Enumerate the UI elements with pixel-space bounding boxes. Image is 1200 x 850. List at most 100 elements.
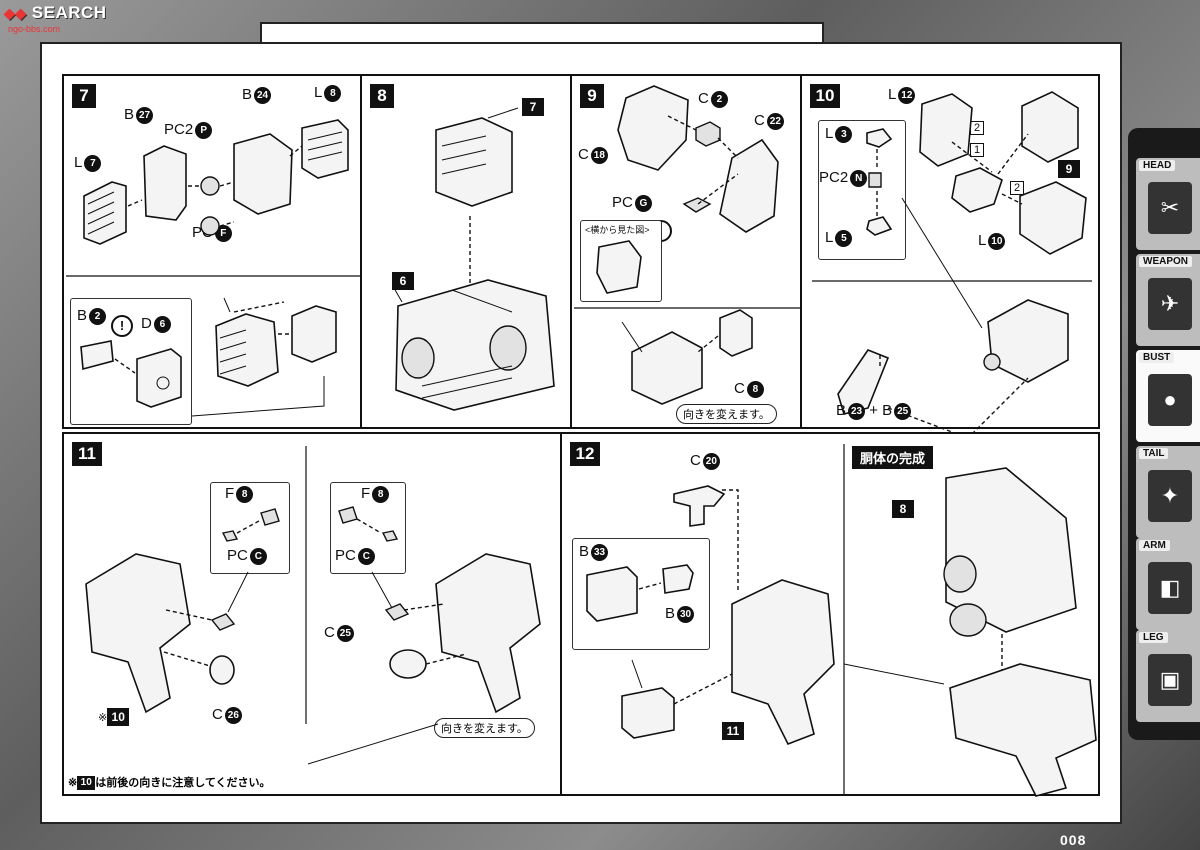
ref-label-11: 11 (722, 722, 744, 741)
watermark-logo: ◆◆ (4, 5, 27, 21)
subassembly-9-shape (631, 331, 703, 405)
subassembly-10-left-shape (85, 553, 191, 714)
tab-label: TAIL (1139, 448, 1169, 459)
tab-label: HEAD (1139, 160, 1176, 171)
sidebar-tab-bust[interactable]: BUST ● (1136, 350, 1200, 442)
step-number: 8 (370, 84, 394, 108)
step-number: 12 (570, 442, 600, 466)
tab-label: LEG (1139, 632, 1168, 643)
part-c25-shape (389, 649, 427, 679)
subassembly-11-shape (731, 579, 835, 746)
callout-left-diagram (221, 508, 280, 542)
ref-label-9: 9 (1058, 160, 1080, 179)
turn-around-note: 向きを変えます。 (676, 404, 777, 424)
joint-shape (951, 167, 1003, 213)
part-c22-shape (719, 138, 779, 233)
callout-b33-b30-diagram (586, 564, 694, 622)
tab-label: WEAPON (1139, 256, 1192, 267)
part-l8-shape (301, 119, 349, 179)
part-b23-b25-shape (837, 349, 890, 415)
part-l12-shape (919, 93, 973, 167)
step-8-diagram (393, 107, 555, 411)
warning-icon: ! (111, 315, 133, 337)
page-number: 008 (1060, 832, 1087, 848)
bust-icon: ● (1148, 374, 1192, 426)
completion-banner: 胴体の完成 (852, 446, 934, 469)
watermark-text: SEARCH (31, 3, 107, 22)
part-pcc-right (384, 603, 410, 621)
subassembly-6-shape (949, 663, 1097, 797)
tab-label: ARM (1139, 540, 1170, 551)
order-2b: 2 (1010, 178, 1025, 195)
tab-label: BUST (1139, 352, 1175, 363)
subassembly-6-shape (395, 279, 555, 411)
sidebar-tab-tail[interactable]: TAIL ✦ (1136, 446, 1200, 538)
step-number: 11 (72, 442, 102, 466)
section-sidebar: HEAD ✂ WEAPON ✈ BUST ● TAIL ✦ ARM ◧ LEG … (1128, 128, 1200, 740)
subassembly-7-shape (435, 117, 513, 207)
sidebar-tab-leg[interactable]: LEG ▣ (1136, 630, 1200, 722)
part-c18-shape (617, 85, 689, 171)
sidebar-tab-weapon[interactable]: WEAPON ✈ (1136, 254, 1200, 346)
tail-icon: ✦ (1148, 470, 1192, 522)
subassembly-b33-b30-shape (621, 687, 675, 739)
subassembly-8-shape (945, 467, 1077, 633)
callout-b2-d6-diagram (80, 340, 182, 408)
subassembly-9-shape (1021, 91, 1079, 163)
step-11-diagram (85, 446, 541, 765)
part-b27-shape (143, 145, 187, 221)
step-8-panel: 8 7 6 (360, 74, 572, 429)
step-number: 10 (810, 84, 840, 108)
step-10-diagram (812, 91, 1092, 439)
turn-around-note: 向きを変えます。 (434, 718, 535, 738)
sidebar-tab-head[interactable]: HEAD ✂ (1136, 158, 1200, 250)
part-c2-shape (695, 121, 721, 147)
side-view-callout: <横から見た図> (580, 220, 662, 302)
cylinder-left (401, 337, 435, 379)
side-view-diagram (596, 240, 642, 294)
ref-label-6: 6 (392, 272, 414, 291)
subassembly-10-shape (987, 299, 1069, 383)
sidebar-tab-arm[interactable]: ARM ◧ (1136, 538, 1200, 630)
step-9-panel: 9 C2 C18 C22 PCG ! <横から見た図> C8 向きを変えます。 (570, 74, 802, 429)
cylinder-right (489, 325, 527, 371)
part-pcg-shape (682, 197, 712, 213)
part-pcc-left (210, 613, 236, 631)
part-b24-shape (233, 133, 293, 215)
step-7-diagram (66, 119, 364, 417)
part-b-shape (291, 305, 337, 363)
ref-label-8: 8 (892, 500, 914, 519)
arm-icon: ◧ (1148, 562, 1192, 614)
part-c20-shape (673, 485, 726, 527)
ref-label-10: ※10 (98, 708, 130, 727)
step-number: 9 (580, 84, 604, 108)
